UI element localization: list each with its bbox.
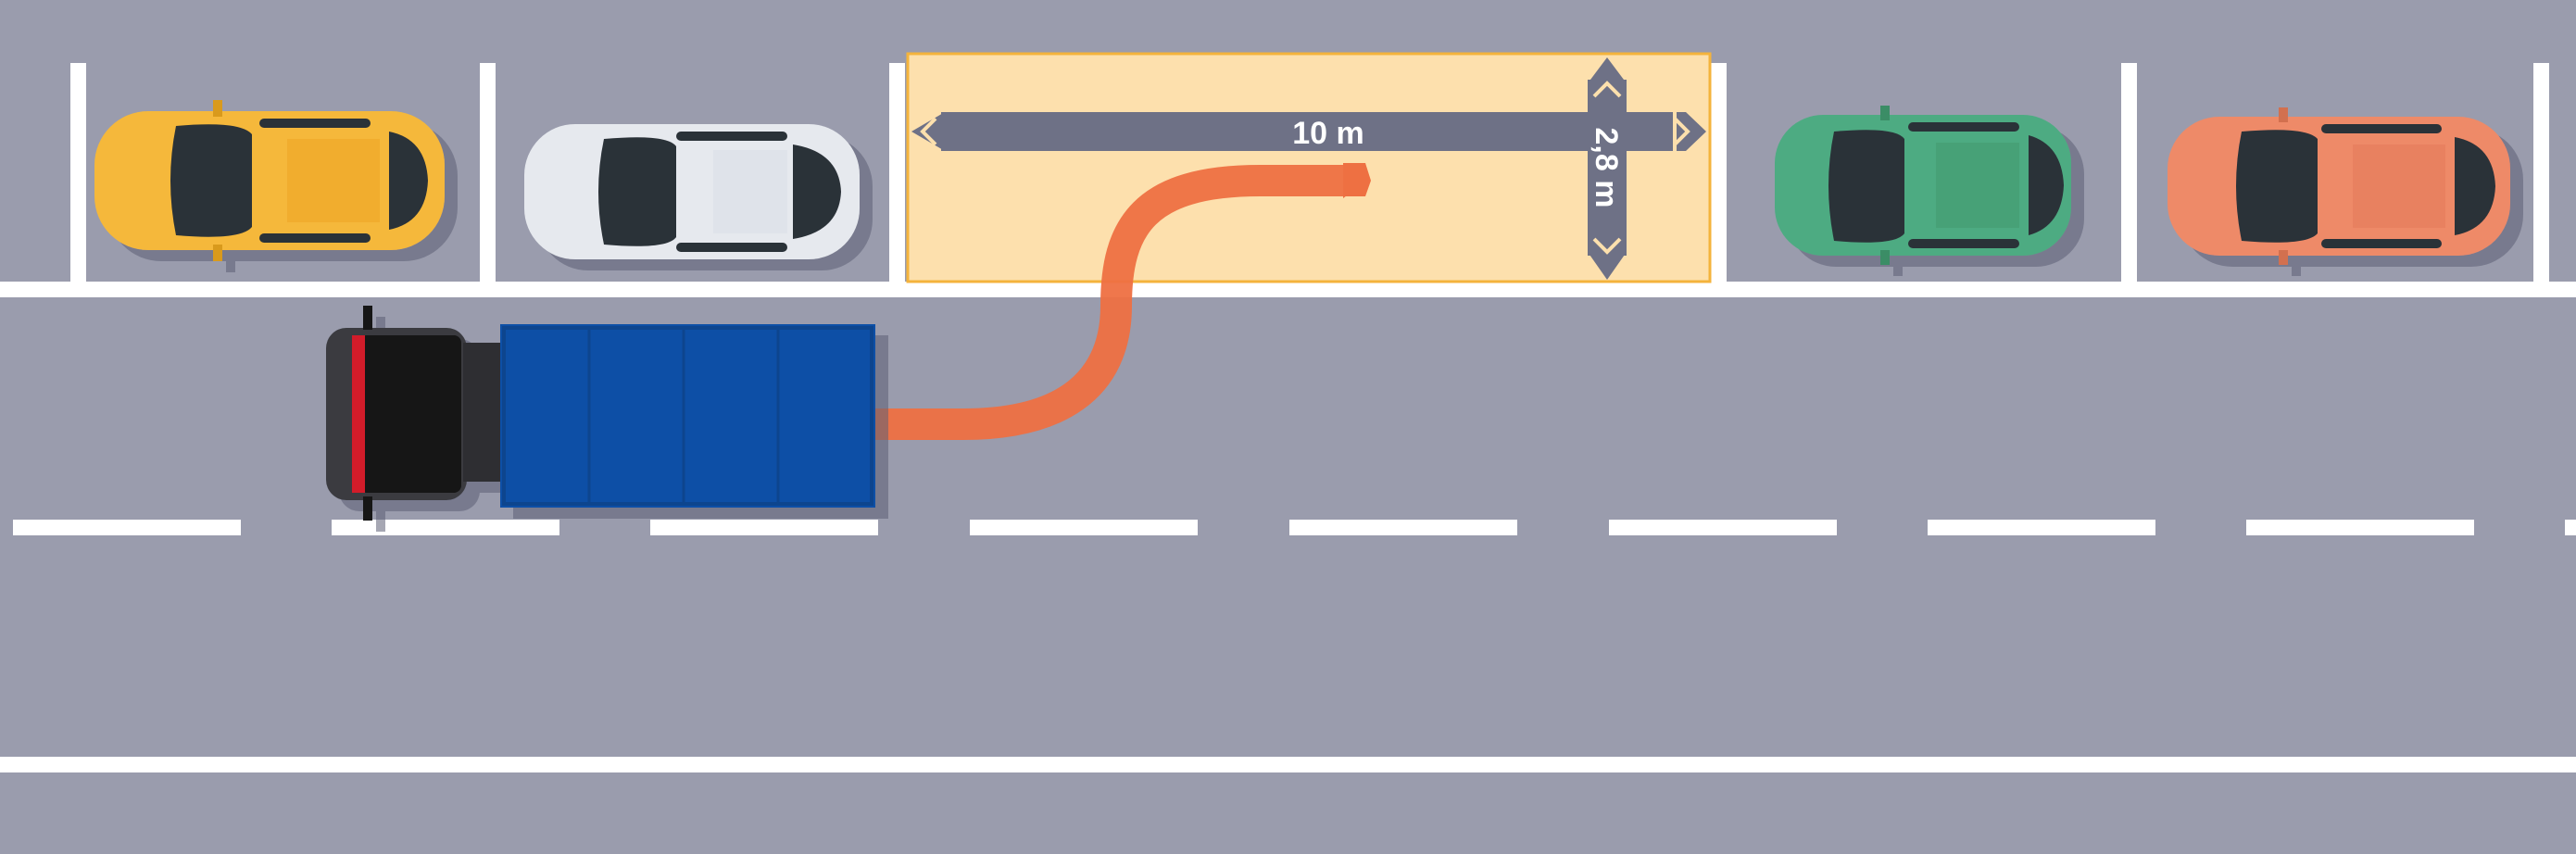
car-top-view-icon <box>1775 106 2071 265</box>
length-dimension-label: 10 m <box>1292 116 1364 151</box>
parking-path-arrow-icon <box>875 165 1348 440</box>
car-top-view-icon <box>524 124 860 259</box>
truck-top-view-icon <box>326 306 875 521</box>
length-dimension-arrow: 10 m <box>911 112 1706 151</box>
path-arrowhead-tip <box>1343 163 1371 196</box>
center-dashed-line <box>13 520 2576 535</box>
road-edge-line <box>0 757 2576 772</box>
width-dimension-arrow: 2,8 m <box>1588 57 1627 280</box>
width-dimension-label: 2,8 m <box>1589 128 1624 208</box>
car-top-view-icon <box>94 100 445 261</box>
car-top-view-icon <box>2168 107 2510 265</box>
parking-lane-markings <box>0 63 2576 297</box>
